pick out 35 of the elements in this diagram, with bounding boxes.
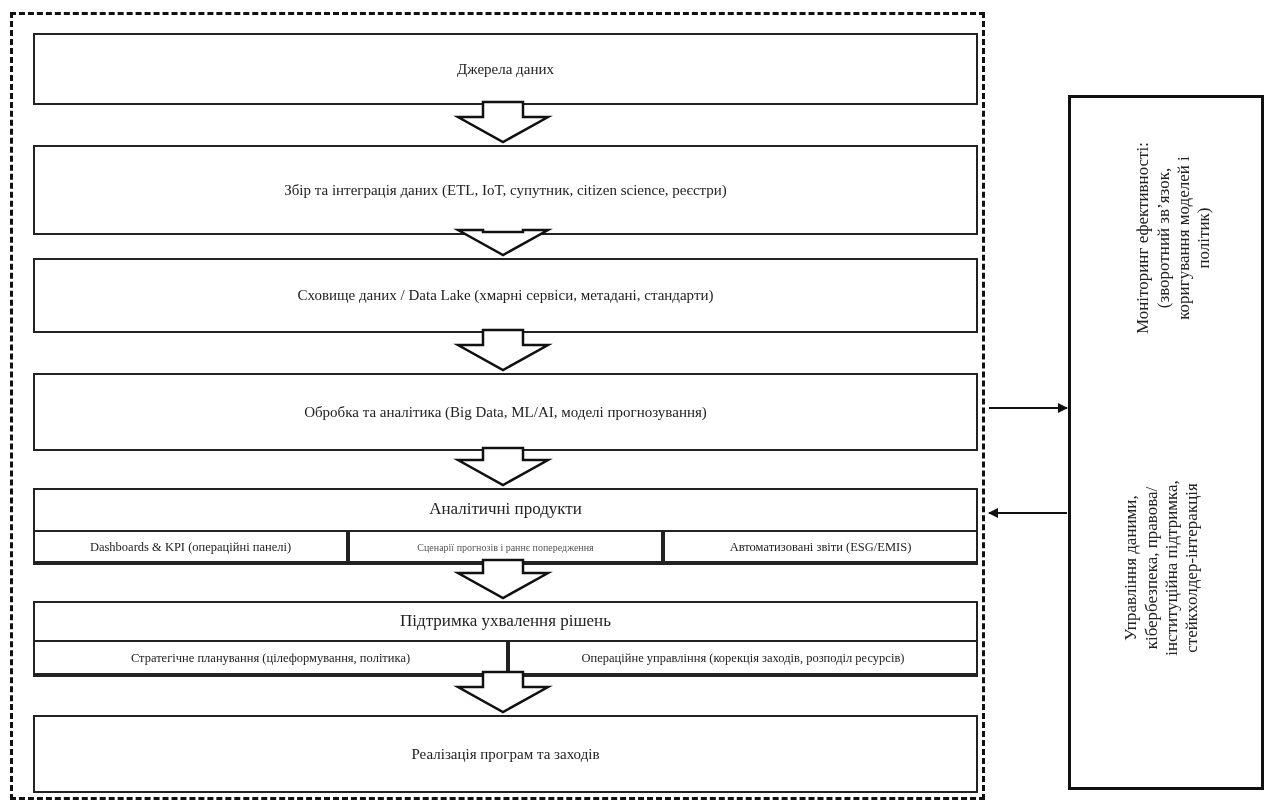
process-box [33, 715, 978, 793]
sub-box [663, 530, 978, 565]
block-arrow [453, 446, 553, 487]
block-arrow [453, 558, 553, 600]
box-label: Сховище даних / Data Lake (хмарні сервіси, метадані, стандарти) [296, 286, 715, 305]
box-label: Збір та інтеграція даних (ETL, IoT, супутник, citizen science, реєстри) [283, 180, 728, 200]
box-label: Операційне управління (корекція заходів, розподіл ресурсів) [580, 650, 906, 667]
sub-box [33, 530, 348, 565]
side-panel-box [1068, 95, 1264, 790]
process-box [33, 601, 978, 675]
box-label: Стратегічне планування (цілеформування, політика) [129, 650, 412, 667]
process-box [33, 373, 978, 451]
arrow [988, 508, 1068, 518]
arrow [988, 403, 1068, 413]
process-box [33, 258, 978, 333]
sub-box [348, 530, 663, 565]
box-label: Реалізація програм та заходів [410, 744, 601, 764]
side-text: Моніторинг ефективності: (зворотний зв’язок, коригування моделей і політик) [1131, 141, 1214, 336]
box-label: Аналітичні продукти [428, 498, 583, 520]
process-box [33, 33, 978, 105]
block-arrow [453, 328, 553, 372]
block-arrow [453, 228, 553, 257]
process-box [33, 145, 978, 235]
box-label: Підтримка ухвалення рішень [399, 609, 612, 632]
sub-box [508, 640, 978, 677]
box-label: Джерела даних [456, 59, 555, 79]
box-label: Dashboards & KPI (операційні панелі) [88, 539, 293, 556]
box-label: Обробка та аналітика (Big Data, ML/AI, моделі прогнозування) [303, 402, 708, 422]
box-label: Автоматизовані звіти (ESG/EMIS) [728, 539, 913, 556]
block-arrow [453, 670, 553, 714]
process-box [33, 488, 978, 563]
box-label: Сценарії прогнозів і раннє попередження [416, 541, 595, 555]
sub-box [33, 640, 508, 677]
block-arrow [453, 100, 553, 144]
side-text: Управління даними, кібербезпека, правова/інституційна підтримка, стейкхолдер-інтеракція [1119, 479, 1202, 658]
